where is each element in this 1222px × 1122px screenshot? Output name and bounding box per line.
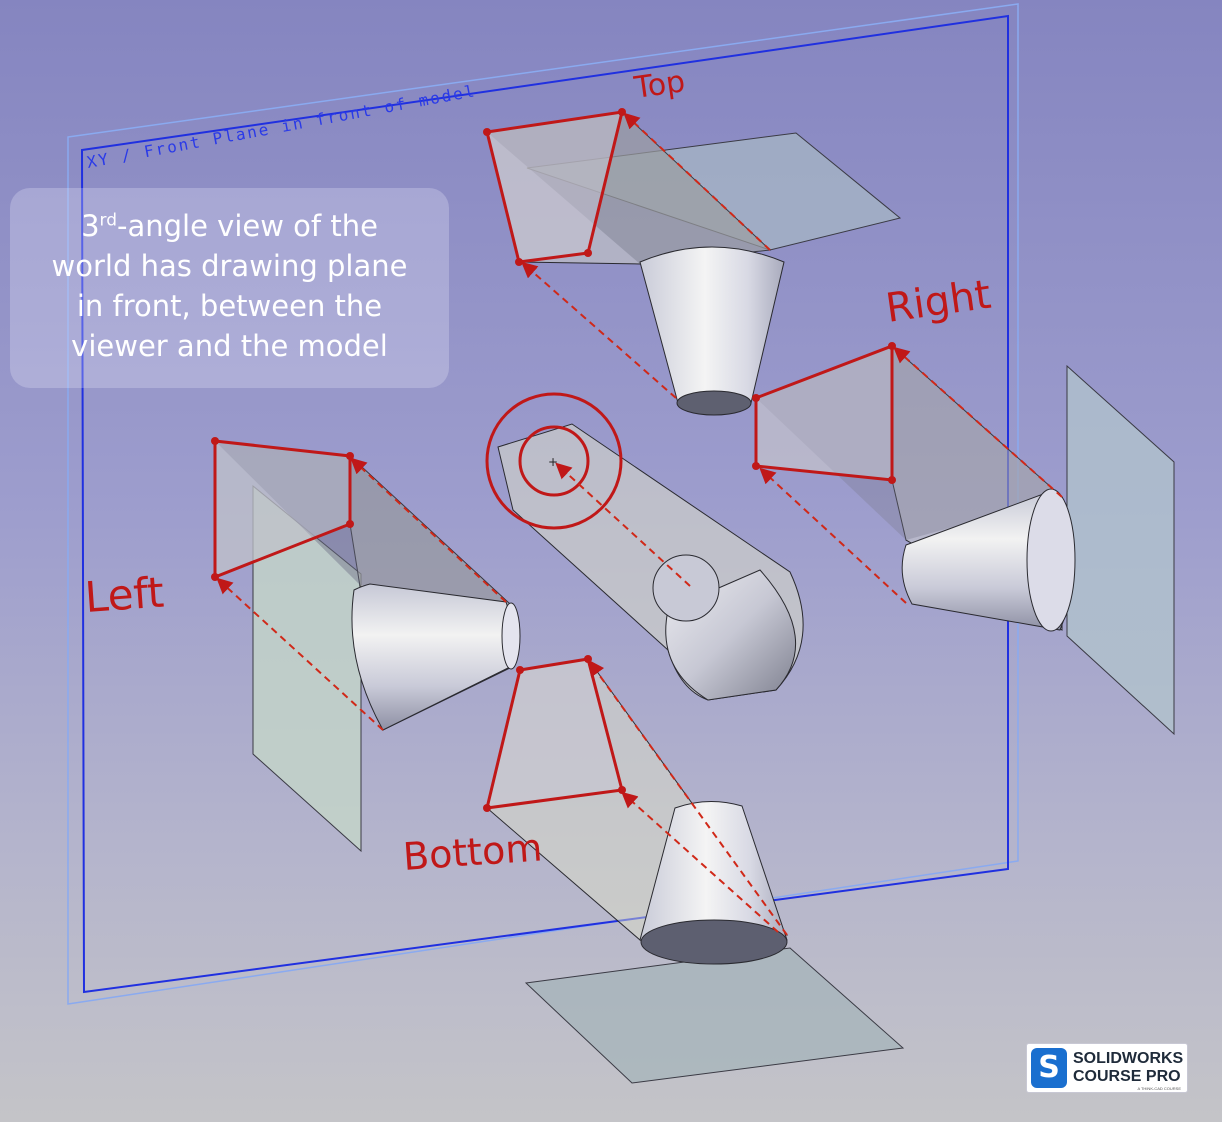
left-cone-end xyxy=(501,602,521,670)
inner-circle-view xyxy=(518,425,590,497)
logo-text-line-3: A THINK-CAD COURSE xyxy=(1137,1086,1182,1091)
logo-text-line-2: COURSE PRO xyxy=(1073,1068,1181,1085)
callout-line-2: world has drawing plane xyxy=(51,249,408,283)
solidworks-course-logo: S SOLIDWORKS COURSE PRO A THINK-CAD COUR… xyxy=(1026,1043,1188,1093)
front-drawing-plane-inner xyxy=(80,14,1009,994)
bottom-cone-end xyxy=(640,919,788,965)
view-label-left: Left xyxy=(83,568,165,622)
arrow-left-2 xyxy=(216,577,384,731)
arrow-bottom-2 xyxy=(621,791,779,933)
view-label-top: Top xyxy=(631,64,687,106)
arrow-top-1 xyxy=(623,112,771,251)
right-projection-plane xyxy=(1066,364,1175,736)
left-projection-plane xyxy=(252,484,362,853)
left-cone xyxy=(351,583,514,731)
top-cone-end xyxy=(676,390,752,416)
bottom-projection-plane xyxy=(524,947,905,1084)
front-drawing-plane xyxy=(67,3,1019,1005)
logo-text-line-1: SOLIDWORKS xyxy=(1073,1050,1184,1067)
vertex-dots xyxy=(211,108,896,812)
top-projection-plane xyxy=(526,132,902,251)
callout-line-3: in front, between the xyxy=(76,289,383,323)
projection-arrows xyxy=(216,112,1063,936)
view-label-right: Right xyxy=(883,272,994,332)
view-label-bottom: Bottom xyxy=(402,825,544,879)
outer-circle-view xyxy=(485,392,623,530)
arrow-right-2 xyxy=(759,467,907,604)
arrow-bottom-1 xyxy=(588,659,788,936)
solidworks-s-icon: S xyxy=(1031,1048,1067,1088)
arrow-right-1 xyxy=(893,346,1063,498)
center-cone-tip xyxy=(652,554,720,622)
right-section xyxy=(754,343,894,482)
explanation-callout: 3rd-angle view of the world has drawing … xyxy=(10,188,449,388)
right-cone-end xyxy=(1026,488,1076,632)
callout-line-1: 3rd-angle view of the xyxy=(81,209,378,243)
arrow-center xyxy=(555,462,691,587)
arrow-left-1 xyxy=(350,457,507,603)
top-cone xyxy=(639,246,785,412)
callout-line-4: viewer and the model xyxy=(71,329,388,363)
center-mark: + xyxy=(548,455,558,469)
arrow-top-2 xyxy=(521,261,677,399)
